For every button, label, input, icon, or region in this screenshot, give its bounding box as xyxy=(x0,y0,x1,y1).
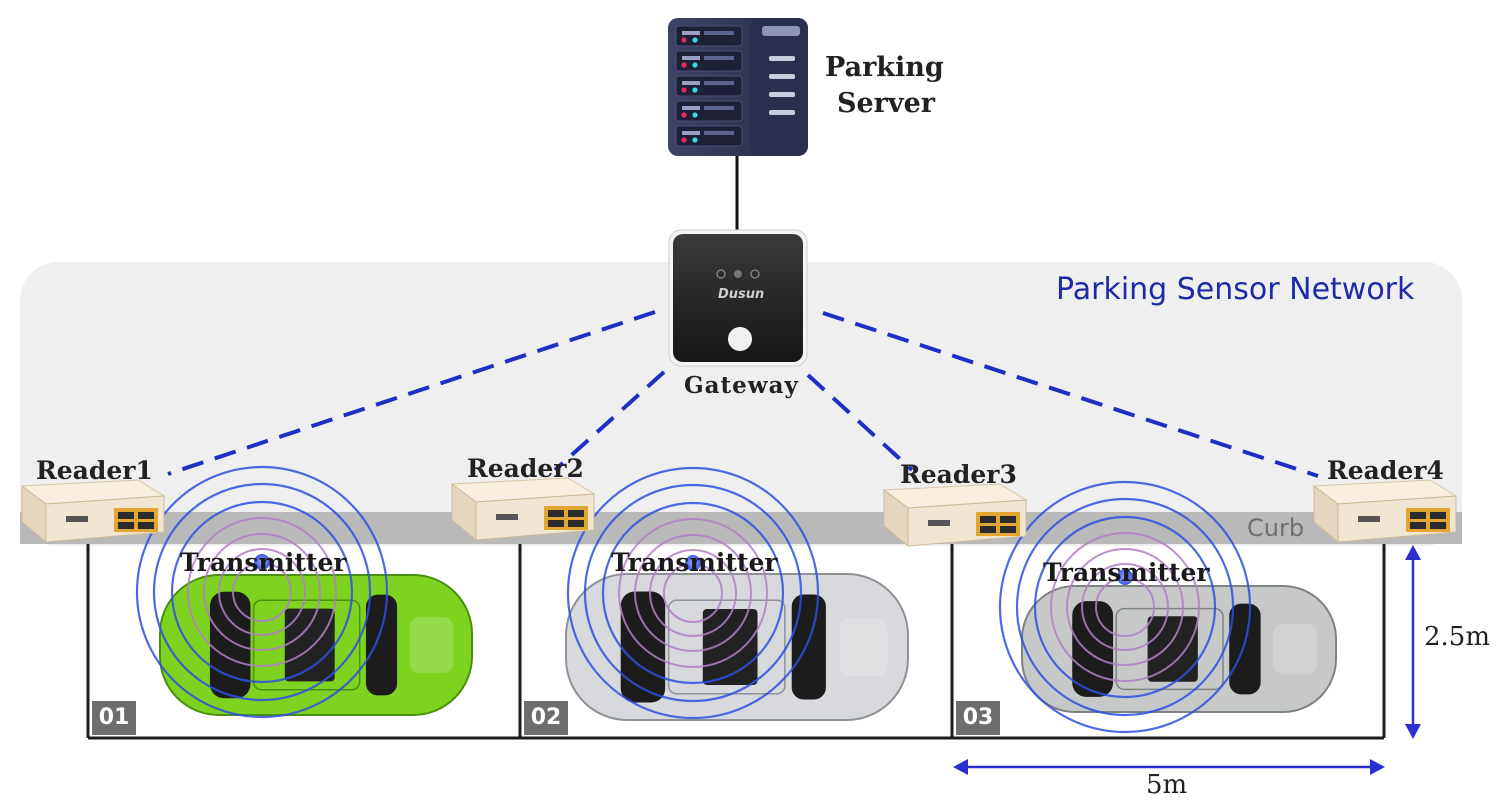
server-unit xyxy=(675,125,743,147)
transmitter-dot-icon xyxy=(1117,569,1133,585)
slot-number-02: 02 xyxy=(524,701,568,735)
width-dimension-label: 5m xyxy=(1146,770,1188,800)
gateway-label: Gateway xyxy=(684,372,799,399)
transmitter-label-2: Transmitter xyxy=(611,548,778,577)
slot-number-01: 01 xyxy=(92,701,136,735)
curb-label: Curb xyxy=(1247,514,1305,542)
server-unit xyxy=(675,50,743,72)
car-2 xyxy=(565,573,909,721)
signal-rings xyxy=(135,465,1252,734)
server-unit xyxy=(675,100,743,122)
reader-device-icon-3 xyxy=(882,483,1028,548)
reader-label-2: Reader2 xyxy=(467,454,584,483)
car-3 xyxy=(1021,585,1337,713)
depth-arrow-head-bottom xyxy=(1405,724,1421,739)
link-reader3 xyxy=(806,373,914,472)
transmitter-label-3: Transmitter xyxy=(1043,558,1210,587)
transmitter-rings-3 xyxy=(998,480,1252,734)
depth-arrow-head-top xyxy=(1405,545,1421,560)
link-reader2 xyxy=(553,370,666,472)
transmitter-rings-2 xyxy=(566,466,820,720)
width-arrow-head-right xyxy=(1370,759,1385,775)
transmitter-label-1: Transmitter xyxy=(180,548,347,577)
network-zone xyxy=(20,262,1462,546)
server-label: Parking Server xyxy=(825,50,944,122)
reader-label-4: Reader4 xyxy=(1327,456,1444,485)
server-unit xyxy=(675,25,743,47)
link-reader1 xyxy=(167,310,656,476)
reader-label-1: Reader1 xyxy=(36,456,153,485)
transmitter-dot-icon xyxy=(254,554,270,570)
reader-device-icon-2 xyxy=(450,477,596,542)
transmitter-rings-1 xyxy=(135,465,389,719)
parking-server-icon xyxy=(668,18,808,156)
reader-devices xyxy=(20,477,1458,548)
slot-number-03: 03 xyxy=(956,701,1000,735)
link-reader4 xyxy=(822,311,1319,478)
server-label-line1: Parking xyxy=(825,52,944,83)
parking-slots xyxy=(86,544,1386,740)
reader-device-icon-1 xyxy=(20,479,166,544)
wireless-links xyxy=(167,310,1319,478)
dimension-arrows xyxy=(953,545,1421,775)
gateway-device-icon xyxy=(668,229,808,367)
car-1 xyxy=(159,574,473,716)
depth-dimension-label: 2.5m xyxy=(1424,622,1491,652)
network-label: Parking Sensor Network xyxy=(1056,272,1415,307)
gateway-button-icon xyxy=(728,327,752,351)
reader-label-3: Reader3 xyxy=(900,460,1017,489)
server-unit xyxy=(675,75,743,97)
reader-device-icon-4 xyxy=(1312,479,1458,544)
gateway-brand-logo: Dusun xyxy=(718,287,765,302)
width-arrow-head-left xyxy=(953,759,968,775)
server-label-line2: Server xyxy=(837,88,935,119)
transmitter-dot-icon xyxy=(685,555,701,571)
